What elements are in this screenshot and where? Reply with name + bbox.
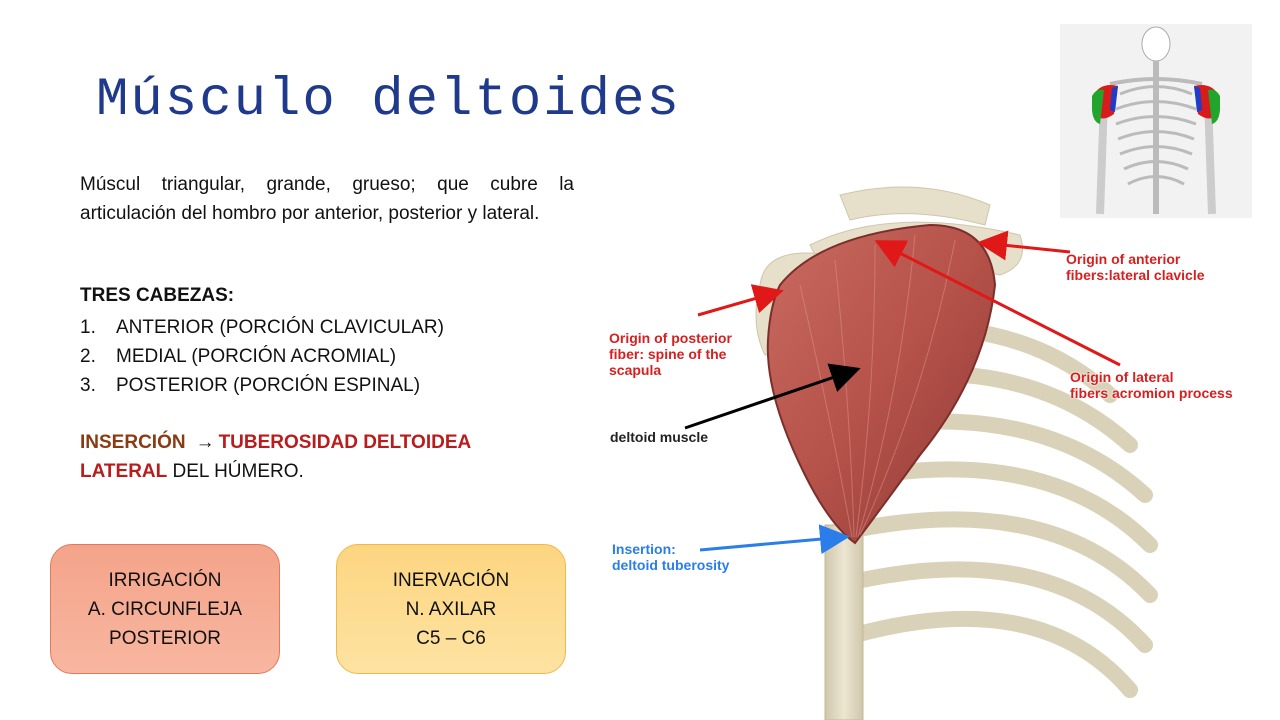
skeleton-thumbnail [1060, 24, 1252, 218]
deltoid-anatomy-illustration [684, 186, 1158, 720]
label-line: fiber: spine of the [609, 346, 727, 362]
insertion-text: INSERCIÓN →TUBEROSIDAD DELTOIDEA LATERAL D… [80, 428, 540, 486]
label-posterior-origin: Origin of posterior fiber: spine of the … [609, 330, 732, 378]
arrow-right-icon: → [195, 432, 215, 453]
label-line: deltoid tuberosity [612, 557, 730, 573]
heads-list: 1. ANTERIOR (PORCIÓN CLAVICULAR) 2. MEDIAL… [80, 313, 444, 400]
irrigation-line: POSTERIOR [109, 627, 221, 649]
list-number: 1. [80, 317, 96, 338]
label-deltoid-muscle: deltoid muscle [610, 429, 709, 445]
heads-heading: TRES CABEZAS: [80, 285, 235, 306]
label-lateral-origin: Origin of lateral fibers acromion proces… [1070, 369, 1233, 401]
left-deltoid-mark [1092, 85, 1118, 124]
irrigation-box: IRRIGACIÓN A. CIRCUNFLEJA POSTERIOR [50, 544, 280, 674]
list-item: 3. POSTERIOR (PORCIÓN ESPINAL) [80, 371, 444, 400]
innervation-line: C5 – C6 [416, 627, 486, 649]
label-line: Insertion: [612, 541, 676, 557]
innervation-box: INERVACIÓN N. AXILAR C5 – C6 [336, 544, 566, 674]
innervation-title: INERVACIÓN [392, 569, 510, 591]
list-item: 2. MEDIAL (PORCIÓN ACROMIAL) [80, 342, 444, 371]
irrigation-line: A. CIRCUNFLEJA [87, 598, 243, 620]
arrow-muscle [684, 363, 861, 430]
label-anterior-origin: Origin of anterior fibers:lateral clavic… [1066, 251, 1205, 283]
list-text: MEDIAL (PORCIÓN ACROMIAL) [116, 346, 397, 367]
list-item: 1. ANTERIOR (PORCIÓN CLAVICULAR) [80, 313, 444, 342]
humerus-bone [824, 524, 864, 720]
irrigation-title: IRRIGACIÓN [108, 569, 222, 591]
insertion-label: INSERCIÓN [80, 432, 186, 453]
label-line: scapula [609, 362, 662, 378]
arrow-posterior [697, 284, 784, 317]
label-line: fibers acromion process [1070, 385, 1233, 401]
list-number: 3. [80, 375, 96, 396]
insertion-rest: DEL HÚMERO. [167, 461, 304, 482]
label-line: fibers:lateral clavicle [1066, 267, 1205, 283]
insertion-target: TUBEROSIDAD DELTOIDEA [218, 432, 472, 453]
slide-title: Músculo deltoides [96, 70, 681, 131]
right-deltoid-mark [1194, 85, 1220, 124]
label-line: Origin of posterior [609, 330, 732, 346]
arrow-lateral [874, 240, 1121, 367]
list-number: 2. [80, 346, 96, 367]
label-insertion: Insertion: deltoid tuberosity [612, 541, 729, 573]
intro-paragraph: Múscul triangular, grande, grueso; que c… [80, 174, 574, 224]
label-line: Origin of lateral [1070, 369, 1174, 385]
deltoid-muscle-shape [766, 223, 997, 545]
list-text: ANTERIOR (PORCIÓN CLAVICULAR) [116, 317, 444, 338]
arrow-anterior [977, 230, 1071, 261]
arrow-insertion [699, 524, 850, 555]
list-text: POSTERIOR (PORCIÓN ESPINAL) [116, 375, 421, 396]
insertion-target-lateral: LATERAL [80, 461, 168, 482]
label-line: Origin of anterior [1066, 251, 1181, 267]
innervation-line: N. AXILAR [405, 598, 497, 620]
